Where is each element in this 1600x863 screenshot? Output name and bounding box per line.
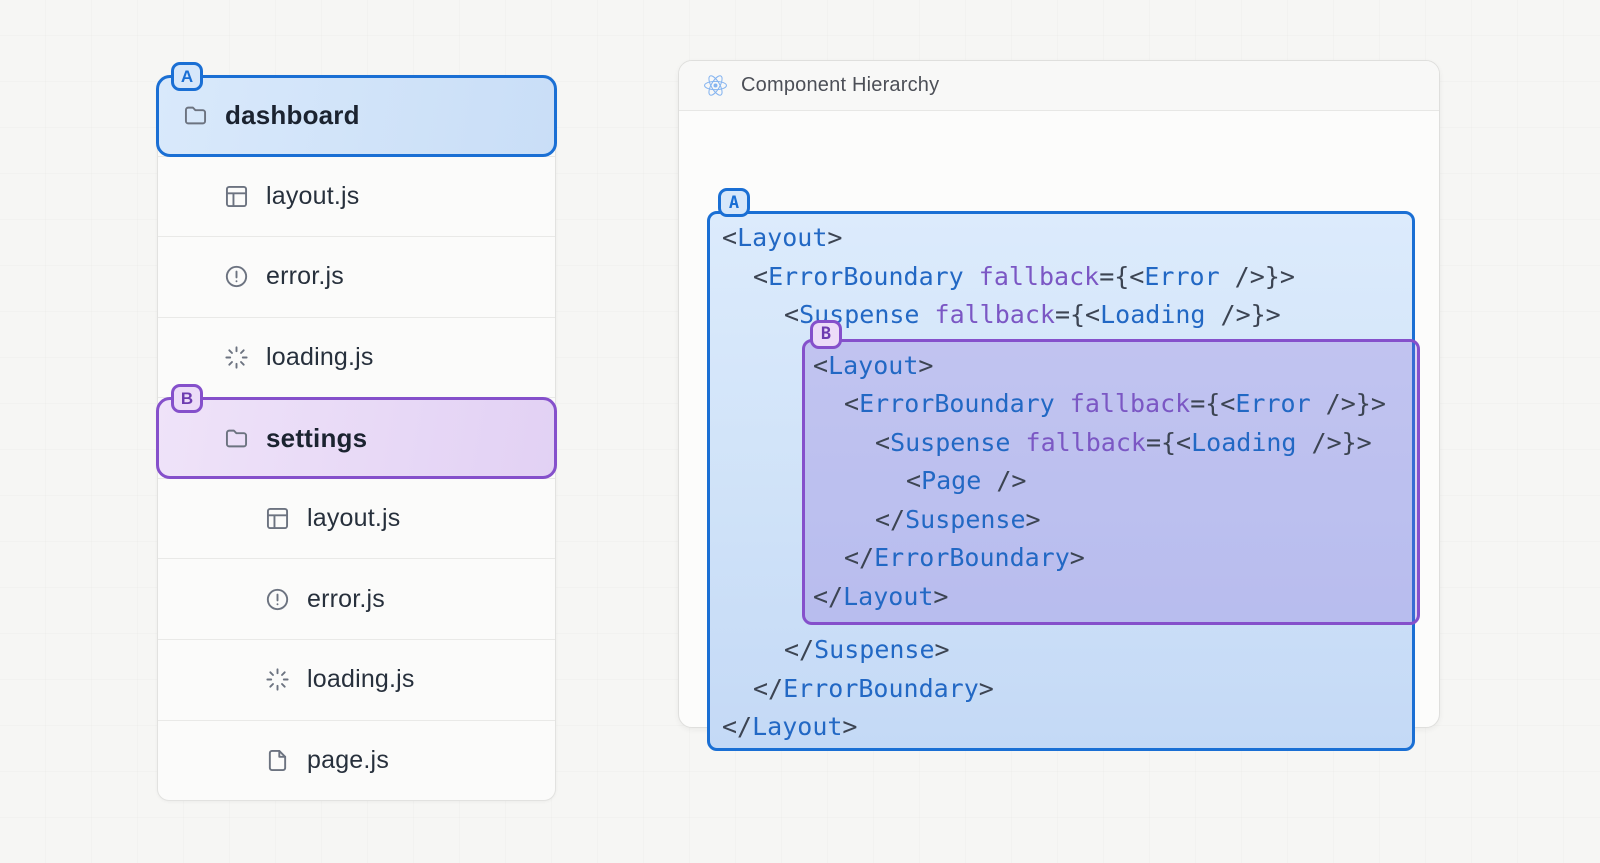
code-line: </ErrorBoundary>	[844, 543, 1085, 572]
tree-label: error.js	[266, 262, 345, 291]
code-line: </Layout>	[722, 712, 858, 741]
tree-label: loading.js	[266, 342, 374, 371]
tree-label: dashboard	[225, 100, 360, 131]
tree-label: loading.js	[307, 665, 415, 694]
hierarchy-box-a: A <Layout> <ErrorBoundary fallback={<Erro…	[707, 188, 1420, 751]
folder-icon	[182, 102, 209, 129]
panel-title: Component Hierarchy	[741, 74, 940, 96]
code-outer-close: </Suspense> </ErrorBoundary> </Layout>	[722, 631, 1412, 747]
tree-label: layout.js	[266, 181, 360, 210]
tree-label: page.js	[307, 745, 390, 774]
code-line: </ErrorBoundary>	[753, 673, 994, 703]
tree-file-error-js: error.js	[158, 237, 555, 318]
tree-badge-b: B	[171, 384, 203, 414]
tree-label: settings	[266, 422, 368, 453]
code-line: <Suspense fallback={<Loading />}>	[875, 427, 1372, 457]
code-line: <Page />	[906, 466, 1027, 495]
page-icon	[264, 747, 291, 774]
tree-file-page-js: page.js	[158, 721, 555, 801]
tree-file-layout-js: layout.js	[158, 157, 555, 238]
code-area: A <Layout> <ErrorBoundary fallback={<Erro…	[679, 111, 1439, 751]
loading-icon	[264, 666, 291, 693]
badge-a: A	[718, 188, 750, 217]
code-outer-open: <Layout> <ErrorBoundary fallback={<Error …	[722, 219, 1412, 335]
tree-file-loading-js: loading.js	[158, 640, 555, 721]
tree-label: error.js	[307, 584, 386, 613]
layout-icon	[264, 505, 291, 532]
react-logo-icon	[703, 73, 728, 98]
panel-header: Component Hierarchy	[679, 61, 1439, 111]
error-icon	[264, 586, 291, 613]
loading-icon	[223, 344, 250, 371]
tree-file-loading-js: loading.js	[158, 318, 555, 399]
tree-highlight-a: A	[156, 62, 557, 157]
tree-highlight-b: B	[156, 384, 557, 479]
code-line: <Layout>	[813, 350, 934, 380]
code-line: <ErrorBoundary fallback={<Error />}>	[844, 389, 1386, 418]
tree-file-error-js: error.js	[158, 559, 555, 640]
code-line: <Layout>	[722, 223, 843, 252]
layout-icon	[223, 183, 250, 210]
error-icon	[223, 263, 250, 290]
code-line: <Suspense fallback={<Loading />}>	[784, 300, 1281, 329]
folder-icon	[223, 425, 250, 452]
code-line: <ErrorBoundary fallback={<Error />}>	[753, 261, 1295, 291]
tree-label: layout.js	[307, 504, 401, 533]
hierarchy-box-b: B <Layout> <ErrorBoundary fallback={<Erro…	[802, 319, 1420, 625]
code-line: </Suspense>	[875, 504, 1041, 534]
tree-badge-a: A	[171, 62, 203, 91]
tree-file-layout-js: layout.js	[158, 479, 555, 560]
component-hierarchy-panel: Component Hierarchy A <Layout> <ErrorBoun…	[678, 60, 1440, 751]
code-inner: <Layout> <ErrorBoundary fallback={<Error …	[813, 347, 1417, 617]
badge-b: B	[810, 319, 842, 349]
code-line: </Layout>	[813, 581, 949, 611]
code-line: </Suspense>	[784, 635, 950, 664]
